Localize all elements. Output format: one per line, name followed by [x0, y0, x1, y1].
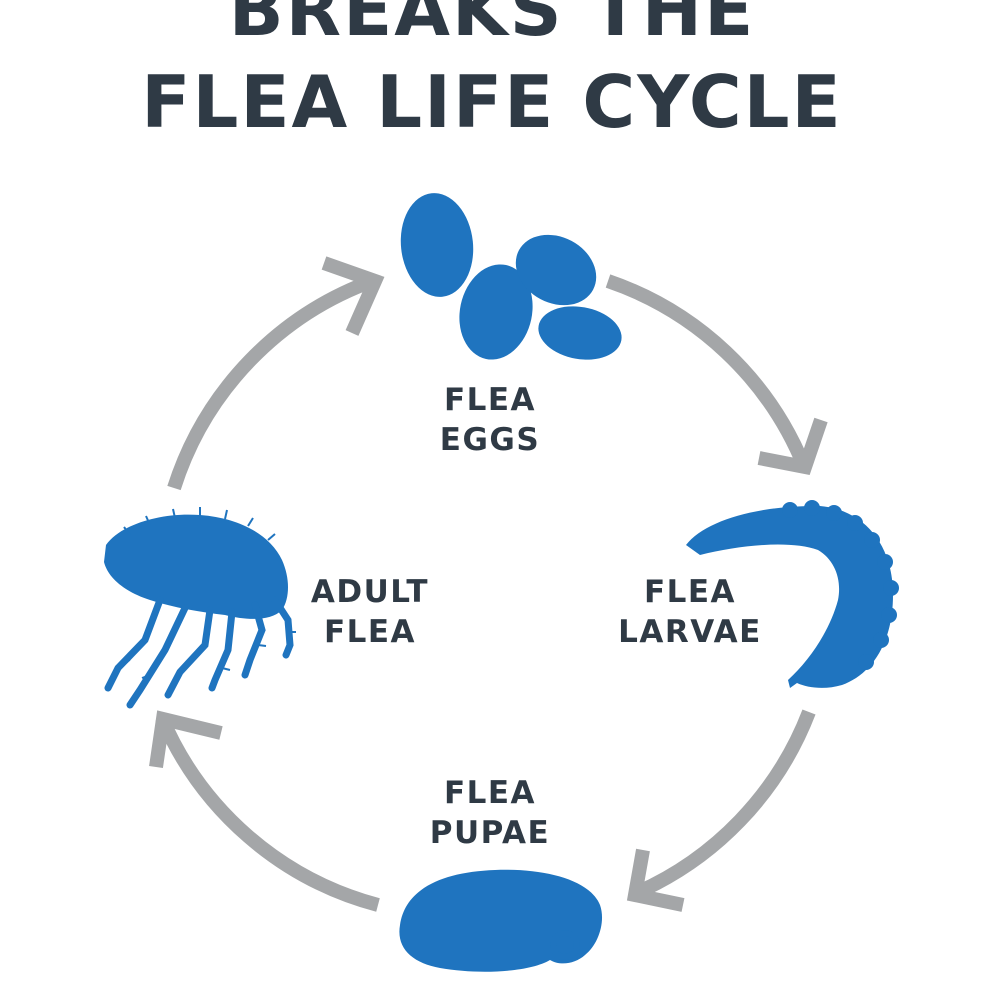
cycle-arrowhead-eggs-to-larvae — [757, 417, 828, 476]
title-line-2: FLEA LIFE CYCLE — [141, 60, 843, 144]
stage-label-adult-line1: ADULT — [310, 574, 430, 610]
cycle-arrow-larvae-to-pupae — [631, 709, 816, 901]
adult-flea-icon — [104, 507, 296, 709]
flea-pupa-icon — [399, 869, 603, 972]
stage-label-eggs: FLEA EGGS — [390, 380, 590, 460]
stage-label-pupae-line2: PUPAE — [429, 815, 551, 851]
cycle-arrowhead-pupae-to-adult — [149, 710, 223, 769]
stage-label-larvae-line1: FLEA — [643, 574, 737, 610]
stage-label-pupae-line1: FLEA — [443, 775, 537, 811]
flea-eggs-icon — [400, 193, 622, 360]
cycle-arrowhead-adult-to-eggs — [321, 256, 385, 336]
stage-label-adult-line2: FLEA — [323, 614, 417, 650]
stage-label-adult: ADULT FLEA — [270, 572, 470, 652]
stage-label-eggs-line1: FLEA — [443, 382, 537, 418]
cycle-arrowhead-larvae-to-pupae — [626, 848, 685, 912]
cycle-arrow-pupae-to-adult — [155, 715, 380, 912]
cycle-arrow-eggs-to-larvae — [605, 274, 811, 469]
stage-label-larvae: FLEA LARVAE — [590, 572, 790, 652]
stage-label-larvae-line2: LARVAE — [618, 614, 762, 650]
stage-label-pupae: FLEA PUPAE — [390, 773, 590, 853]
stage-label-eggs-line2: EGGS — [439, 422, 541, 458]
flea-larva-icon — [686, 500, 899, 688]
cycle-arrow-adult-to-eggs — [167, 273, 378, 491]
title-line-1: BREAKS THE — [228, 0, 756, 52]
